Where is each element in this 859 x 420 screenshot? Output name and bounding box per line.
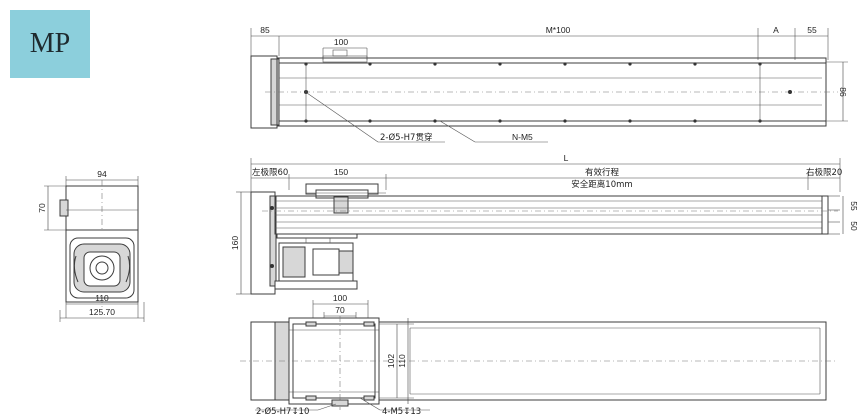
end-view: 94 70 110 125.70 bbox=[37, 169, 145, 322]
dim-102-label: 102 bbox=[386, 354, 396, 368]
callout-pin-bottom: 2-Ø5-H7↧10 bbox=[256, 406, 309, 417]
dim-50-front-label: 50 bbox=[849, 221, 859, 231]
dim-86-label: 86 bbox=[838, 87, 848, 97]
safety-distance-label: 安全距离10mm bbox=[571, 179, 632, 190]
dim-94-label: 94 bbox=[97, 169, 107, 179]
dim-55-front-label: 55 bbox=[849, 201, 859, 211]
dim-150-label: 150 bbox=[334, 167, 348, 177]
dim-85-label: 85 bbox=[260, 25, 270, 35]
right-limit-label: 右极限20 bbox=[806, 167, 842, 178]
dim-70-label: 70 bbox=[37, 203, 47, 213]
bottom-view: 100 70 102 110 2-Ø bbox=[240, 293, 838, 417]
dim-125-70-label: 125.70 bbox=[89, 307, 115, 317]
model-badge-label: MP bbox=[29, 28, 71, 59]
top-view: 85 100 M*100 A 55 bbox=[250, 25, 848, 143]
dim-100-bottom-label: 100 bbox=[333, 293, 347, 303]
dim-110-end-label: 110 bbox=[95, 293, 109, 303]
dim-70-bottom-label: 70 bbox=[335, 305, 345, 315]
dim-110-bottom-label: 110 bbox=[397, 354, 407, 368]
dim-l-label: L bbox=[564, 153, 569, 163]
model-badge: MP bbox=[10, 10, 90, 78]
callout-pin-hole: 2-Ø5-H7贯穿 bbox=[380, 132, 432, 143]
callout-nm5: N-M5 bbox=[512, 132, 533, 142]
dim-a-label: A bbox=[773, 25, 779, 35]
dim-m100-label: M*100 bbox=[546, 25, 571, 35]
callout-m5-bottom: 4-M5↧13 bbox=[382, 407, 421, 417]
left-limit-label: 左极限60 bbox=[252, 167, 288, 178]
dim-100-label: 100 bbox=[334, 37, 348, 47]
stroke-label: 有效行程 bbox=[585, 167, 620, 178]
front-view: L 左极限60 150 有效行程 安全距离10mm 右极限20 bbox=[230, 153, 859, 295]
dim-55-label: 55 bbox=[807, 25, 817, 35]
dim-160-label: 160 bbox=[230, 236, 240, 250]
